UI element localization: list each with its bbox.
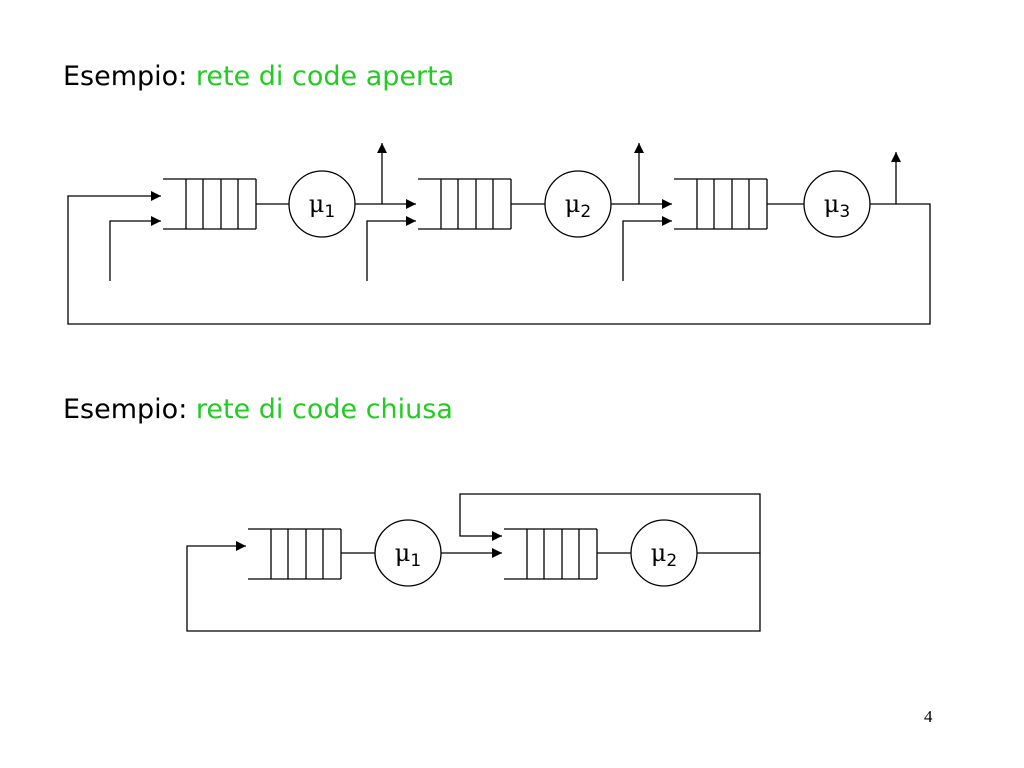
open-server-1-label: μ1 xyxy=(309,190,335,222)
closed-server-2-label: μ2 xyxy=(651,539,677,571)
open-network-heading-prefix: Esempio: xyxy=(63,61,188,92)
open-external-arrival-1 xyxy=(109,216,161,281)
page-number: 4 xyxy=(924,707,933,726)
closed-server-labels: μ1 μ2 xyxy=(395,539,677,571)
closed-network-diagram xyxy=(186,493,761,632)
closed-upper-loop xyxy=(459,493,761,554)
open-network-diagram xyxy=(67,143,931,325)
open-server-labels: μ1 μ2 μ3 xyxy=(309,190,850,222)
open-feedback-loop xyxy=(67,191,931,325)
open-server-2-label: μ2 xyxy=(565,190,591,222)
closed-queue-2 xyxy=(504,528,598,580)
closed-lower-loop xyxy=(186,541,761,632)
open-external-arrival-3 xyxy=(622,216,672,281)
open-network-heading-highlight: rete di code aperta xyxy=(195,61,455,92)
open-queue-1 xyxy=(163,178,257,230)
open-queue-2 xyxy=(418,178,512,230)
open-queue-3 xyxy=(674,178,768,230)
open-network-heading: Esempio: rete di code aperta xyxy=(63,60,454,94)
closed-network-heading-highlight: rete di code chiusa xyxy=(195,394,453,425)
open-server-3-label: μ3 xyxy=(824,190,850,222)
closed-server-1-label: μ1 xyxy=(395,539,421,571)
open-external-arrival-2 xyxy=(366,216,416,281)
closed-queue-1 xyxy=(248,528,342,580)
closed-network-heading-prefix: Esempio: xyxy=(63,394,188,425)
closed-network-heading: Esempio: rete di code chiusa xyxy=(63,393,453,427)
